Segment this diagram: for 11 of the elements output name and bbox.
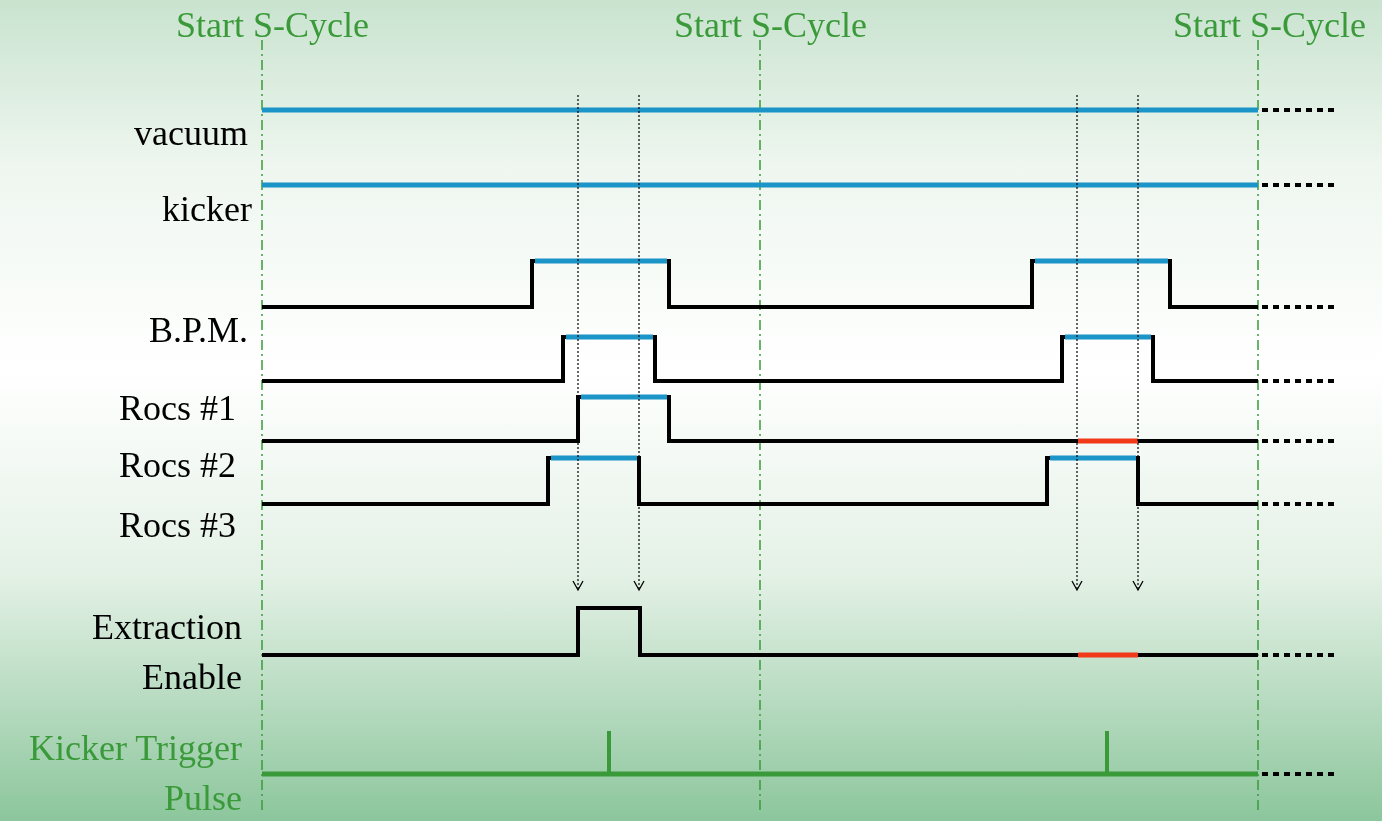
signal-label: Rocs #1 xyxy=(119,387,236,430)
signal-label: kicker xyxy=(162,188,252,231)
cycle-label: Start S-Cycle xyxy=(674,4,867,47)
cycle-label: Start S-Cycle xyxy=(176,4,369,47)
signal-label: Rocs #3 xyxy=(119,504,236,547)
signal-label: Kicker Trigger Pulse xyxy=(28,727,242,820)
signal-label: Rocs #2 xyxy=(119,444,236,487)
cycle-label: Start S-Cycle xyxy=(1173,4,1366,47)
signal-label: vacuum xyxy=(134,112,248,155)
signal-label: B.P.M. xyxy=(148,309,248,352)
signal-label: Extraction Enable xyxy=(91,606,242,699)
